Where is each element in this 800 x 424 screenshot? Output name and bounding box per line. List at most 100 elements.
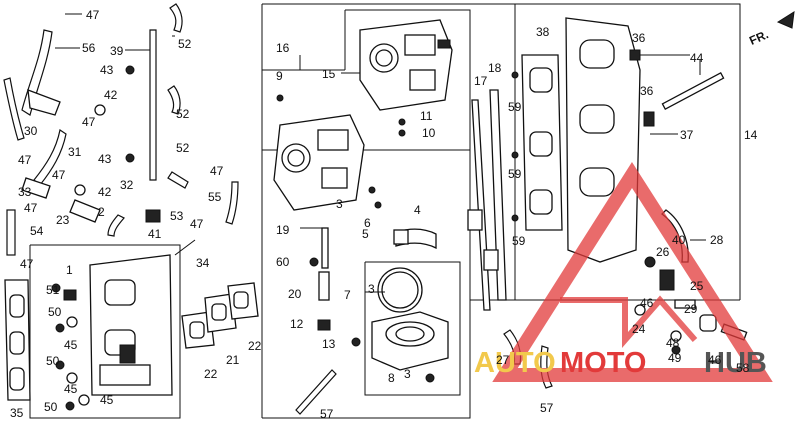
linkage-rods xyxy=(467,89,507,311)
callout: 26 xyxy=(656,245,670,259)
fasteners-left xyxy=(21,65,135,223)
callout: 1 xyxy=(66,263,73,277)
callout: 44 xyxy=(690,51,704,65)
callout: 31 xyxy=(68,145,82,159)
tube-54 xyxy=(6,209,16,256)
callout-labels: 47 56 52 39 43 42 52 30 47 31 52 47 43 3… xyxy=(10,8,758,421)
bolt-42-b xyxy=(74,184,86,196)
clip-33 xyxy=(21,177,51,199)
tube-39 xyxy=(149,29,157,181)
float-bowl-parts xyxy=(276,94,437,383)
callout: 57 xyxy=(320,407,334,421)
hose-52-low xyxy=(167,171,189,189)
carburetor-upper xyxy=(359,19,453,111)
callout: 60 xyxy=(276,255,290,269)
hose-57-left xyxy=(295,369,337,415)
callout: 33 xyxy=(18,185,32,199)
callout: 3 xyxy=(404,367,411,381)
callout: 47 xyxy=(82,115,96,129)
callout: 11 xyxy=(420,109,433,123)
callout: 56 xyxy=(82,41,96,55)
manifold-37 xyxy=(565,17,725,263)
clip-30 xyxy=(27,89,61,116)
carburetor-middle xyxy=(273,114,365,211)
callout: 32 xyxy=(120,178,134,192)
callout: 20 xyxy=(288,287,302,301)
frame-lines xyxy=(29,3,741,419)
callout: 9 xyxy=(276,69,283,83)
callout: 47 xyxy=(190,217,204,231)
callout: 5 xyxy=(362,227,369,241)
hose-52-mid xyxy=(167,85,181,115)
carburetor-lower xyxy=(371,267,449,371)
manifold-34 xyxy=(89,254,173,396)
callout: 37 xyxy=(680,128,694,142)
callout: 57 xyxy=(540,401,554,415)
callout: 19 xyxy=(276,223,290,237)
callout: 15 xyxy=(322,67,336,81)
callout: 46 xyxy=(640,296,654,310)
bolt-42-a xyxy=(94,104,106,116)
callout: 42 xyxy=(98,185,112,199)
callout: 58 xyxy=(736,361,750,375)
bolt-43-a xyxy=(125,65,135,75)
callout: 47 xyxy=(86,8,100,22)
front-label: FR. xyxy=(747,27,770,48)
callout: 45 xyxy=(64,382,78,396)
callout: 3 xyxy=(336,197,343,211)
callout: 30 xyxy=(24,124,38,138)
watermark-brand-moto: MOTO xyxy=(560,347,646,379)
callout: 38 xyxy=(536,25,550,39)
callout: 51 xyxy=(46,283,60,297)
callout: 39 xyxy=(110,44,124,58)
hose-52-top xyxy=(169,3,183,33)
callout: 47 xyxy=(52,168,66,182)
callout: 12 xyxy=(290,317,304,331)
callout: 59 xyxy=(508,100,522,114)
callout: 29 xyxy=(684,302,698,316)
callout: 43 xyxy=(98,152,112,166)
callout: 59 xyxy=(512,234,526,248)
callout: 6 xyxy=(364,216,371,230)
callout: 7 xyxy=(344,288,351,302)
clip-23 xyxy=(69,199,101,223)
callout: 28 xyxy=(710,233,724,247)
callout: 22 xyxy=(204,367,218,381)
callout: 52 xyxy=(176,107,190,121)
callout: 49 xyxy=(668,351,682,365)
watermark-brand-auto: AUTO xyxy=(474,347,556,379)
callout: 25 xyxy=(690,279,704,293)
callout: 59 xyxy=(508,167,522,181)
callout: 10 xyxy=(422,126,436,140)
callout: 17 xyxy=(474,74,488,88)
callout: 45 xyxy=(64,338,78,352)
callout: 24 xyxy=(632,322,646,336)
callout: 36 xyxy=(632,31,646,45)
bolt-43-b xyxy=(125,153,135,163)
callout: 23 xyxy=(56,213,70,227)
callout: 2 xyxy=(98,205,105,219)
callout: 14 xyxy=(744,128,758,142)
callout: 54 xyxy=(30,224,44,238)
callout: 46 xyxy=(708,353,722,367)
gasket-38 xyxy=(521,54,563,231)
callout: 48 xyxy=(666,336,680,350)
callout: 53 xyxy=(170,209,184,223)
callout: 41 xyxy=(148,227,162,241)
front-arrow-icon xyxy=(776,11,795,29)
callout: 16 xyxy=(276,41,290,55)
callout: 8 xyxy=(388,371,395,385)
callout: 47 xyxy=(210,164,224,178)
callout: 36 xyxy=(640,84,654,98)
callout: 27 xyxy=(496,353,510,367)
callout: 21 xyxy=(226,353,240,367)
callout: 50 xyxy=(44,400,58,414)
leader-lines xyxy=(55,13,706,293)
callout: 40 xyxy=(672,233,686,247)
callout: 3 xyxy=(368,282,375,296)
hoses-group xyxy=(3,3,553,415)
callout: 42 xyxy=(104,88,118,102)
callout: 50 xyxy=(46,354,60,368)
